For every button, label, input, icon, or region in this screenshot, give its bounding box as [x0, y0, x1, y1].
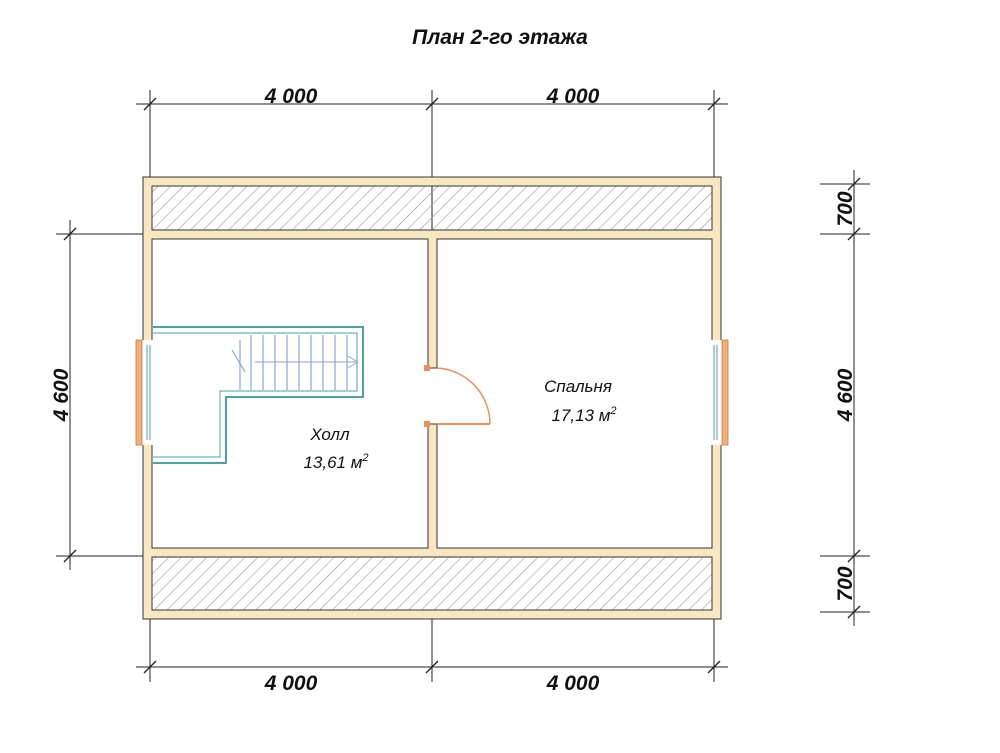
top-dimension: 4 000 4 000	[136, 85, 728, 235]
window-left	[135, 339, 153, 446]
hatched-strip-bottom	[151, 556, 713, 611]
bottom-dim-left: 4 000	[264, 672, 318, 695]
room-bedroom-area: 17,13 м	[551, 406, 610, 425]
right-dim-top: 700	[834, 191, 857, 226]
window-right	[711, 339, 729, 446]
room-hall-area: 13,61 м	[303, 453, 362, 472]
door-opening	[427, 368, 438, 424]
right-dim-middle: 4 600	[834, 368, 857, 422]
room-bedroom-area-sup: 2	[609, 405, 616, 417]
door	[424, 365, 491, 427]
right-dim-bottom: 700	[834, 566, 857, 601]
room-bedroom-name: Спальня	[544, 377, 612, 396]
staircase	[153, 326, 364, 464]
plan-title: План 2-го этажа	[412, 26, 588, 49]
left-dim: 4 600	[50, 368, 73, 422]
hatched-strip-top	[151, 185, 713, 231]
left-dimension: 4 600	[50, 220, 150, 570]
room-bedroom-area-text: 17,13 м2	[551, 405, 616, 425]
room-bedroom: Спальня 17,13 м2	[544, 377, 616, 425]
right-dimension: 700 4 600 700	[820, 170, 870, 626]
room-hall-name: Холл	[309, 425, 350, 444]
bottom-dimension: 4 000 4 000	[136, 612, 728, 695]
room-hall-area-text: 13,61 м2	[303, 452, 368, 472]
top-dim-right: 4 000	[546, 85, 600, 108]
top-dim-left: 4 000	[264, 85, 318, 108]
room-hall: Холл 13,61 м2	[303, 425, 368, 472]
bottom-dim-right: 4 000	[546, 672, 600, 695]
room-hall-area-sup: 2	[361, 452, 368, 464]
